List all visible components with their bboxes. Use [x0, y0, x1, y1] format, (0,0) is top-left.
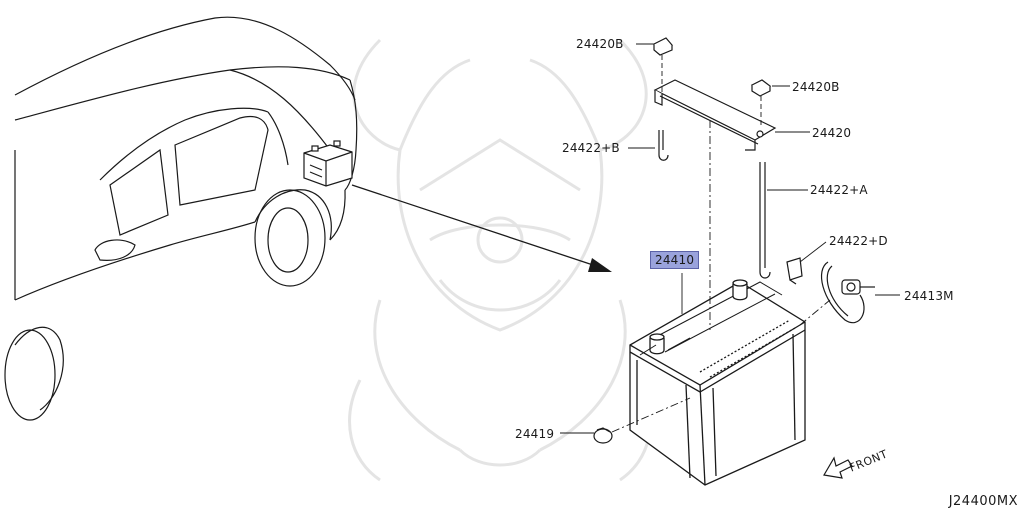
- front-arrow-icon: [823, 456, 853, 479]
- part-label-24422b: 24422+B: [562, 141, 620, 155]
- leader-lines: [560, 43, 900, 434]
- bolt-icon: [653, 37, 673, 56]
- bolt-icon: [750, 79, 772, 97]
- battery-24410: [629, 279, 806, 486]
- j-rod-24422a: [759, 162, 771, 279]
- clip-24422d: [786, 257, 803, 285]
- part-label-24420b-right: 24420B: [792, 80, 840, 94]
- part-label-24422a: 24422+A: [810, 183, 868, 197]
- j-rod-24422b: [658, 130, 669, 161]
- part-label-24420b-top: 24420B: [576, 37, 624, 51]
- part-label-24422d: 24422+D: [829, 234, 888, 248]
- callout-arrow: [351, 184, 612, 272]
- battery-location-icon: [303, 140, 353, 187]
- part-label-24413m: 24413M: [904, 289, 954, 303]
- part-label-24420: 24420: [812, 126, 852, 140]
- battery-cable-24413m: [820, 261, 875, 324]
- diagram-code: J24400MX: [948, 494, 1018, 509]
- part-label-24419: 24419: [515, 427, 555, 441]
- part-label-24410[interactable]: 24410: [650, 251, 700, 269]
- hold-down-bracket-24420: [653, 79, 777, 151]
- cap-24419: [593, 427, 613, 444]
- vehicle-outline: [4, 16, 358, 421]
- crest-watermark-icon: [348, 38, 652, 482]
